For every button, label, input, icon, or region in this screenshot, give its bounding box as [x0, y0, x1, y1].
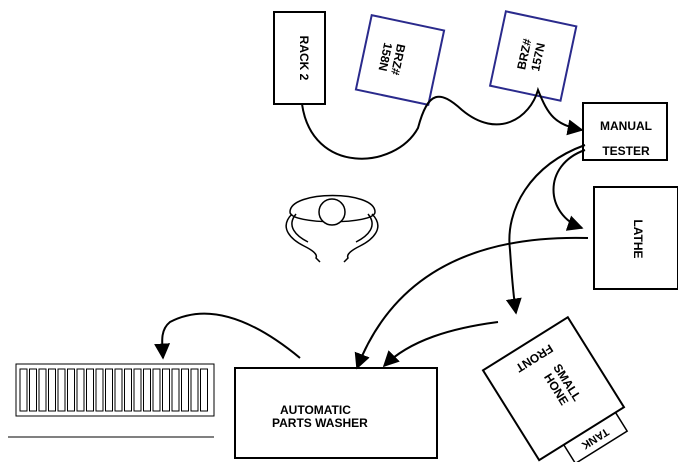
rack-grid-bar: [191, 369, 198, 411]
rack-grid-bar: [39, 369, 46, 411]
flow-lines: [162, 90, 588, 368]
parts-washer-line2: PARTS WASHER: [272, 416, 368, 430]
rack-grid-bar: [144, 369, 151, 411]
rack-grid-bar: [115, 369, 122, 411]
rack-grid-bar: [134, 369, 141, 411]
rack-grid-bar: [77, 369, 84, 411]
tester-to-lathe-flow: [554, 150, 586, 228]
rack-grid-bar: [172, 369, 179, 411]
rack-grid-bar: [49, 369, 56, 411]
rack-grid-icon: [8, 364, 214, 437]
rack-grid-bar: [58, 369, 65, 411]
parts-washer-box: AUTOMATIC PARTS WASHER: [235, 368, 437, 458]
washer-to-rack-flow: [162, 314, 300, 358]
rack-grid-bar: [30, 369, 37, 411]
rack-grid-bar: [153, 369, 160, 411]
rack-grid-bar: [87, 369, 94, 411]
manual-tester-line1: MANUAL: [600, 119, 652, 133]
rack-grid-bar: [96, 369, 103, 411]
brz-158n-box: BRZ# 158N: [356, 15, 444, 105]
rack-grid-bar: [163, 369, 170, 411]
lathe-label: LATHE: [631, 219, 645, 258]
rack-grid-bar: [125, 369, 132, 411]
hone-to-washer-flow: [384, 322, 498, 366]
rack-grid-bar: [68, 369, 75, 411]
operator-icon: [286, 196, 378, 263]
rack-grid-bar: [106, 369, 113, 411]
parts-washer-line1: AUTOMATIC: [280, 403, 351, 417]
lathe-box: LATHE: [594, 187, 678, 289]
rack-grid-bar: [20, 369, 27, 411]
rack-2-label: RACK 2: [297, 36, 311, 81]
tester-to-hone-flow: [509, 145, 585, 313]
manual-tester-box: MANUAL TESTER: [583, 103, 667, 160]
rack2-to-tester-flow: [302, 90, 582, 159]
brz-157n-box: BRZ# 157N: [490, 11, 576, 100]
rack-grid-bar: [182, 369, 189, 411]
rack-grid-bar: [201, 369, 208, 411]
rack-2-box: RACK 2: [274, 12, 325, 104]
manual-tester-line2: TESTER: [602, 144, 650, 158]
small-hone-group: FRONT SMALL HONE TANK: [483, 317, 636, 462]
